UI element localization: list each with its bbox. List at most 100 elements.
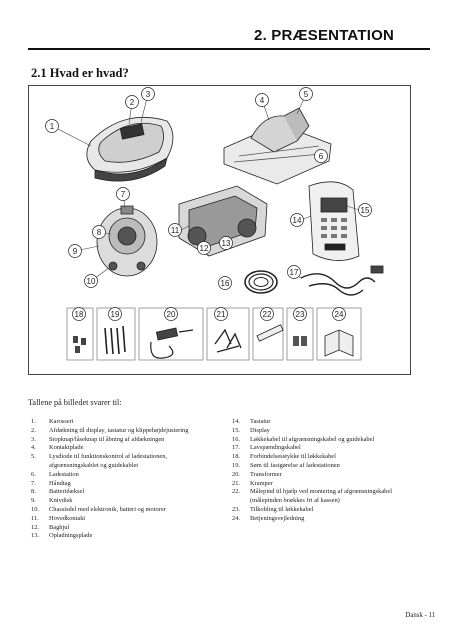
legend-item: 8.Batteridæksel <box>31 488 206 497</box>
legend-number: 6. <box>31 470 36 478</box>
legend-text: Kontaktplade <box>49 444 84 452</box>
legend-item: 5. Lysdiode til funktionskontrol af lades… <box>31 453 206 471</box>
legend-text: Lavspændingskabel <box>250 444 301 452</box>
legend-text: Søm til fastgørelse af ladestationen <box>250 461 340 469</box>
legend-text: Hovedkontakt <box>49 514 86 522</box>
callout-10: 10 <box>87 277 96 286</box>
legend-number: 11. <box>31 514 39 522</box>
callout-5: 5 <box>304 90 309 99</box>
loop-wire-illustration <box>244 270 278 294</box>
legend-number: 3. <box>31 435 36 443</box>
page-title: 2. PRÆSENTATION <box>254 27 394 44</box>
callout-7: 7 <box>121 190 126 199</box>
legend-text: Afdækning til display, tastatur og klipp… <box>49 426 189 434</box>
legend-item: 16.Løkkekabel til afgrænsningskabel og g… <box>232 436 407 445</box>
callout-15: 15 <box>361 206 370 215</box>
callout-23: 23 <box>296 310 305 319</box>
legend-item: 7. Håndtag <box>31 480 206 489</box>
legend-text: Opladningsplade <box>49 532 93 540</box>
legend-item: 3. Stopknap/låseknap til åbning af afdækn… <box>31 436 206 445</box>
legend-text: Karosseri <box>49 418 74 425</box>
legend-item: 19. Søm til fastgørelse af ladestationen <box>232 462 407 471</box>
legend-item: 13. Opladningsplade <box>31 532 206 541</box>
callout-20: 20 <box>167 310 176 319</box>
intro-text: Tallene på billedet svarer til: <box>28 398 122 407</box>
legend-text: Display <box>250 426 270 434</box>
callout-2: 2 <box>130 98 135 107</box>
legend-item: 14. Tastatur <box>232 418 407 427</box>
legend-number: 9. <box>31 497 36 505</box>
callout-8: 8 <box>97 228 102 237</box>
legend-text: Forbindelsesstykke til løkkekabel <box>250 453 336 461</box>
legend-number: 17. <box>232 444 240 452</box>
legend-item: 17. Lavspændingskabel <box>232 444 407 453</box>
callout-6: 6 <box>319 152 324 161</box>
legend-item: 10. Chassisdel med elektronik, batteri og… <box>31 506 206 515</box>
legend-item: 4. Kontaktplade <box>31 444 206 453</box>
legend-item: 21. Kramper <box>232 480 407 489</box>
legend-number: 10. <box>31 505 39 513</box>
callout-9: 9 <box>73 247 78 256</box>
page-footer: Dansk - 11 <box>405 612 435 619</box>
callout-markers <box>45 87 372 321</box>
legend-number: 8. <box>31 488 36 496</box>
legend-item: 9. Knivdisk <box>31 497 206 506</box>
parts-illustration: 1 2 3 4 5 6 7 8 9 10 11 12 13 14 15 16 1… <box>45 87 384 361</box>
callout-13: 13 <box>222 239 231 248</box>
legend-text: Stopknap/låseknap til åbning af afdæknin… <box>49 435 165 443</box>
keypad-illustration <box>308 181 360 261</box>
callout-11: 11 <box>171 226 180 235</box>
legend-text: Kramper <box>250 479 273 487</box>
legend-item: 18. Forbindelsesstykke til løkkekabel <box>232 453 407 462</box>
legend-text: Baghjul <box>49 523 70 531</box>
mower-underside-illustration <box>96 205 158 277</box>
low-voltage-cable-illustration <box>300 265 384 296</box>
legend-text: Løkkekabel til afgrænsningskabel og guid… <box>250 435 375 443</box>
legend-number: 4. <box>31 444 36 452</box>
legend-number: 15. <box>232 426 240 434</box>
callout-4: 4 <box>260 96 265 105</box>
legend-number: 20. <box>232 470 240 478</box>
mower-illustration <box>86 116 174 182</box>
legend-item: 11. Hovedkontakt <box>31 515 206 524</box>
legend-item: 15. Display <box>232 427 407 436</box>
legend-number: 7. <box>31 479 36 487</box>
legend-text: Lysdiode til funktionskontrol af ladesta… <box>49 453 168 469</box>
legend-number: 13. <box>31 532 39 540</box>
legend-number: 24. <box>232 514 240 522</box>
legend-number: 21. <box>232 479 240 487</box>
legend-item: 24. Betjeningsvejledning <box>232 515 407 524</box>
legend-number: 1. <box>31 418 36 425</box>
legend-text: Håndtag <box>49 479 71 487</box>
callout-22: 22 <box>263 310 272 319</box>
callout-1: 1 <box>50 122 55 131</box>
legend-item: 6. Ladestation <box>31 471 206 480</box>
legend-text: Chassisdel med elektronik, batteri og mo… <box>49 505 166 513</box>
callout-18: 18 <box>75 310 84 319</box>
legend-item: 1. Karosseri <box>31 418 206 427</box>
legend-number: 19. <box>232 461 240 469</box>
legend-text: Tilkobling til løkkekabel <box>250 505 314 513</box>
legend-number: 5. <box>31 453 36 461</box>
callout-3: 3 <box>146 90 151 99</box>
callout-16: 16 <box>221 279 230 288</box>
legend-number: 18. <box>232 453 240 461</box>
legend-text: Ladestation <box>49 470 79 478</box>
callout-19: 19 <box>111 310 120 319</box>
legend-item: 22.Målepind til hjælp ved montering af a… <box>232 488 407 506</box>
legend-number: 23. <box>232 505 240 513</box>
legend-text: Knivdisk <box>49 497 73 505</box>
legend-item: 20.Transformer <box>232 471 407 480</box>
legend-text: Betjeningsvejledning <box>250 514 305 522</box>
legend-item: 12.Baghjul <box>31 524 206 533</box>
legend-text: Tastatur <box>250 418 271 425</box>
chassis-illustration <box>178 185 268 257</box>
callout-14: 14 <box>293 216 302 225</box>
section-title: 2.1 Hvad er hvad? <box>31 66 129 80</box>
legend-right-column: 14. Tastatur 15. Display 16.Løkkekabel til a… <box>232 418 407 524</box>
legend-number: 14. <box>232 418 240 425</box>
legend-number: 22. <box>232 488 240 496</box>
charging-station-illustration <box>223 107 332 185</box>
callout-17: 17 <box>290 268 299 277</box>
